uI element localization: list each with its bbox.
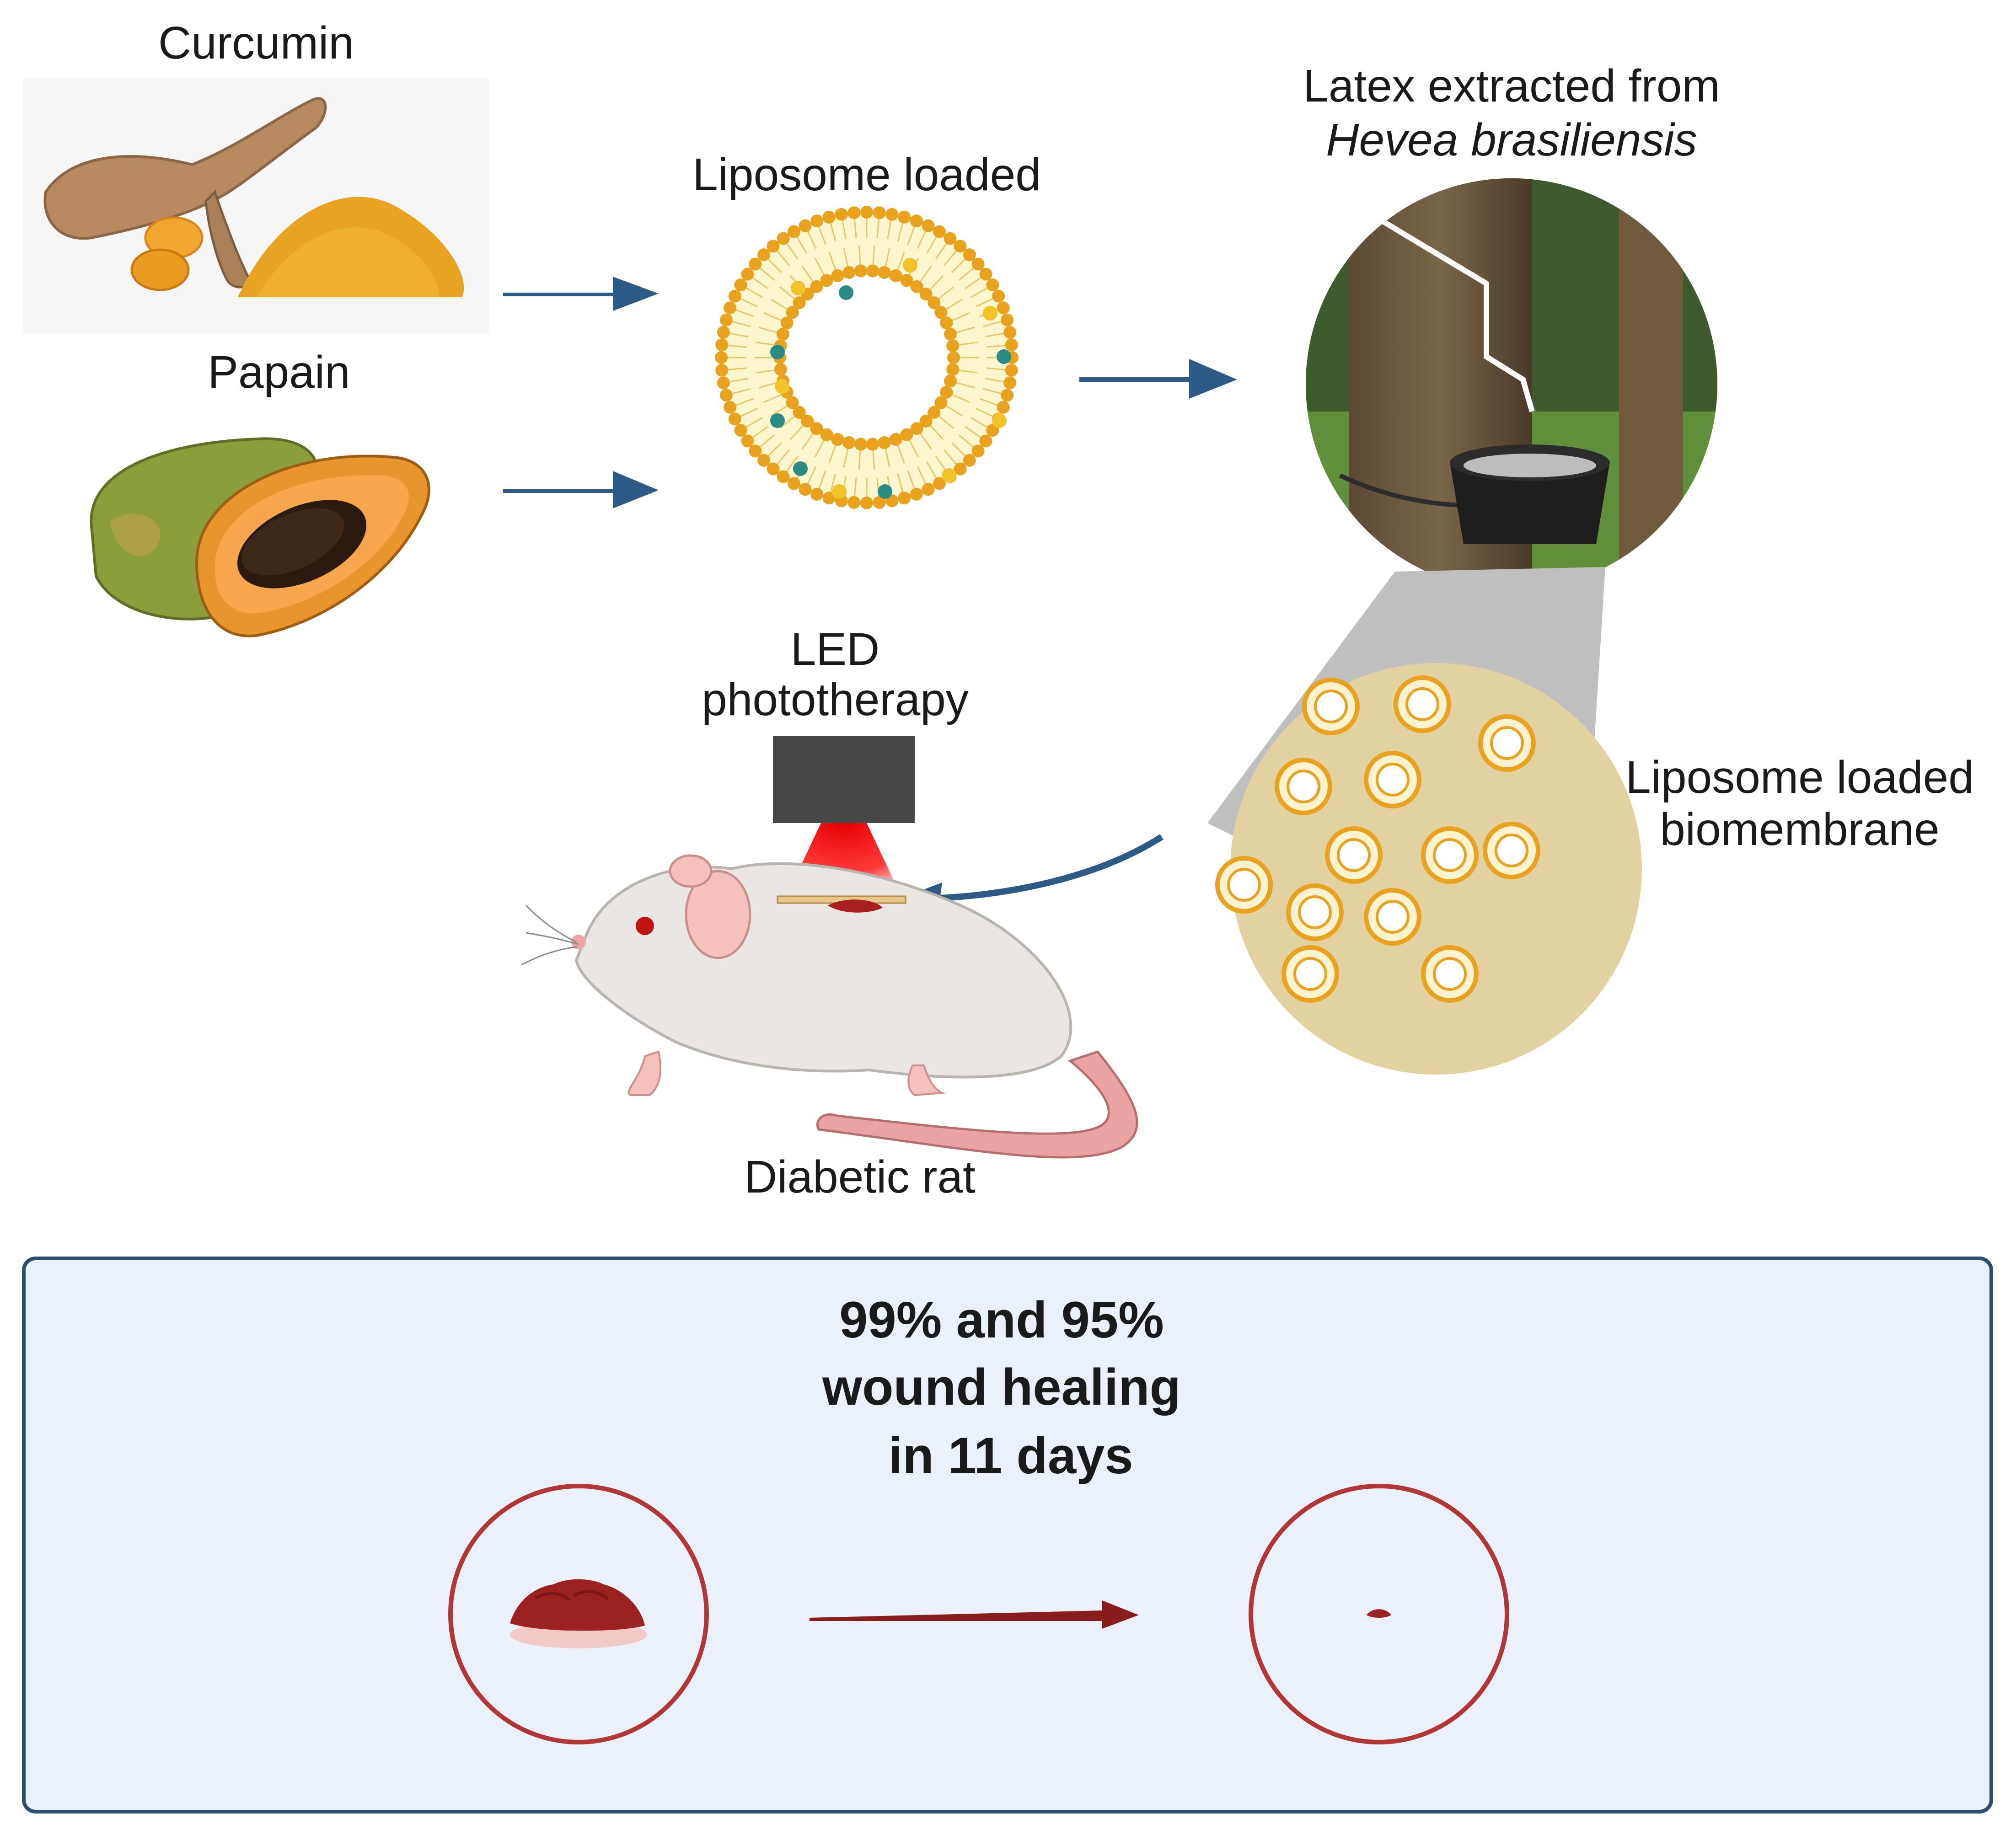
papain-molecule <box>839 285 853 300</box>
mini-liposome-core <box>1376 900 1410 934</box>
latex-label-line2: Hevea brasiliensis <box>1326 114 1697 166</box>
biomembrane-label-line2: biomembrane <box>1660 804 1939 855</box>
wound-after-icon <box>1249 1484 1509 1744</box>
arrow-curcumin-to-liposome <box>503 277 659 311</box>
led-label-line1: LED <box>791 624 880 675</box>
curcumin-molecule <box>903 258 917 273</box>
papain-molecule <box>770 413 785 428</box>
led-label-line2: phototherapy <box>702 674 969 725</box>
curcumin-molecule <box>983 306 997 321</box>
mini-liposome-core <box>1314 690 1348 723</box>
diabetic-rat-label: Diabetic rat <box>744 1151 976 1203</box>
turmeric-root-icon <box>23 78 489 334</box>
mini-liposome-core <box>1433 838 1467 872</box>
result-line1: 99% and 95% <box>839 1291 1164 1348</box>
curcumin-molecule <box>992 413 1007 428</box>
papain-molecule <box>878 484 892 499</box>
papaya-icon <box>90 437 430 637</box>
results-panel <box>22 1257 1993 1813</box>
liposome-icon <box>715 206 1019 509</box>
curcumin-molecule <box>832 484 847 499</box>
mini-liposome-core <box>1433 957 1467 991</box>
mini-liposome-core <box>1293 957 1327 991</box>
mini-liposome-core <box>1490 726 1524 760</box>
curcumin-molecule <box>775 379 789 394</box>
latex-label-line1: Latex extracted from <box>1303 60 1720 112</box>
mini-liposome-core <box>1376 763 1410 797</box>
papain-molecule <box>997 349 1011 364</box>
mini-liposome-core <box>1298 895 1332 929</box>
papain-molecule <box>770 345 785 359</box>
biomembrane-label-line1: Liposome loaded <box>1625 752 1974 803</box>
mini-liposome-core <box>1495 834 1528 867</box>
mini-liposome-core <box>1227 868 1261 902</box>
papain-label: Papain <box>208 347 350 398</box>
wound-before-icon <box>448 1484 709 1744</box>
papain-molecule <box>793 461 808 476</box>
mini-liposome-core <box>1405 687 1439 721</box>
arrow-papain-to-liposome <box>503 471 659 508</box>
curcumin-molecule <box>942 468 956 483</box>
biomembrane-icon <box>1215 663 1642 1075</box>
healing-arrow <box>810 1600 1139 1629</box>
rubber-tree-tapping-icon <box>1306 178 1717 590</box>
mini-liposome-core <box>1287 770 1320 803</box>
arrow-liposome-to-latex <box>1079 359 1237 399</box>
mini-liposome-core <box>1337 838 1371 872</box>
result-line2: wound healing <box>822 1359 1181 1416</box>
rat-icon <box>521 854 1138 1159</box>
curcumin-molecule <box>791 281 805 295</box>
liposome-label: Liposome loaded <box>692 149 1041 200</box>
result-line3: in 11 days <box>888 1427 1133 1484</box>
curcumin-label: Curcumin <box>158 17 354 69</box>
